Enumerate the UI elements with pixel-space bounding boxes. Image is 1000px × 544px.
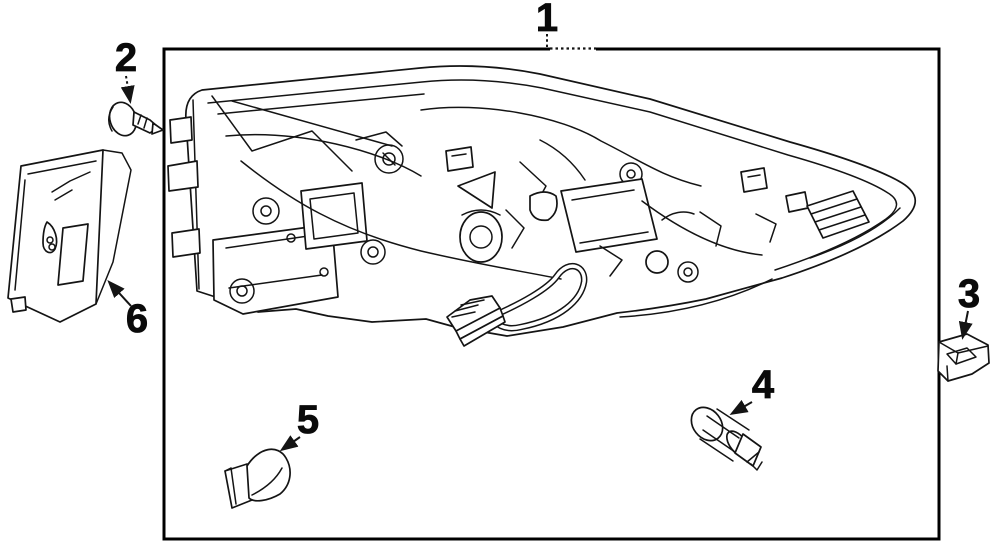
bulb-4-drawing[interactable]: [685, 401, 763, 471]
harness-connector: [446, 295, 506, 347]
callout-2-leader: [120, 75, 135, 104]
callout-1[interactable]: 1: [535, 0, 559, 47]
callout-2-label[interactable]: 2: [114, 36, 137, 81]
callout-5-label[interactable]: 5: [296, 398, 319, 443]
callout-1-label[interactable]: 1: [535, 0, 558, 40]
callout-4-leader: [729, 399, 753, 416]
mounting-bracket-drawing[interactable]: [7, 149, 132, 323]
callout-3[interactable]: 3: [957, 272, 981, 340]
bulb-5-drawing[interactable]: [224, 448, 291, 509]
callout-3-label[interactable]: 3: [957, 272, 980, 317]
harness-wire: [490, 262, 588, 332]
diagram-border: [162, 45, 941, 541]
tail-lamp-assembly-drawing[interactable]: [167, 65, 917, 347]
callout-5[interactable]: 5: [279, 398, 320, 452]
callout-5-leader: [279, 435, 301, 452]
callout-6-label[interactable]: 6: [125, 297, 148, 342]
push-pin-clip-drawing[interactable]: [105, 99, 164, 139]
callout-4[interactable]: 4: [729, 363, 775, 416]
callout-3-leader: [958, 310, 973, 340]
bulb-socket-cap-drawing[interactable]: [937, 333, 990, 382]
callout-6[interactable]: 6: [107, 280, 149, 342]
callout-2[interactable]: 2: [114, 36, 138, 104]
callout-6-leader: [107, 280, 132, 307]
callout-4-label[interactable]: 4: [751, 363, 775, 408]
